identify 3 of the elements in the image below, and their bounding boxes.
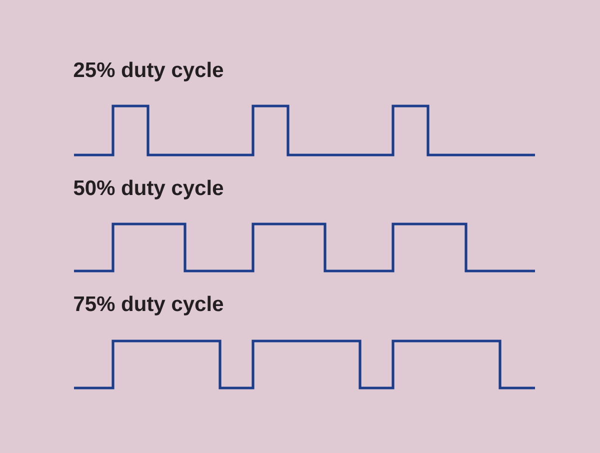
waveform-label: 50% duty cycle (74, 180, 224, 200)
waveform-label: 25% duty cycle (74, 62, 224, 82)
waveform-label: 75% duty cycle (74, 296, 224, 316)
